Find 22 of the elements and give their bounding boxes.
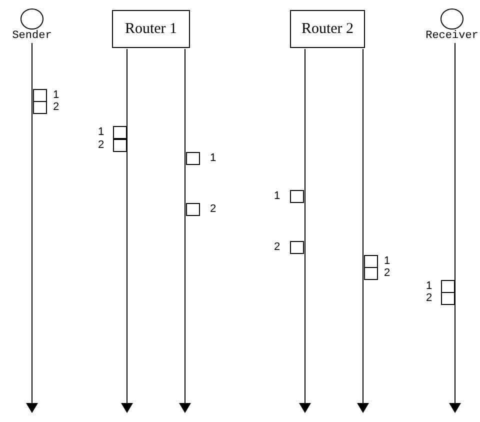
packet-number: 1: [384, 255, 390, 267]
packet-number: 1: [98, 126, 104, 138]
time-arrow: [121, 48, 133, 413]
endpoint-label: Receiver: [426, 30, 478, 42]
packet-number: 2: [274, 241, 280, 253]
time-arrow: [449, 42, 461, 413]
router-box: Router 2: [290, 10, 365, 48]
packet-number: 1: [274, 190, 280, 202]
time-arrow: [299, 48, 311, 413]
endpoint-label: Sender: [12, 30, 52, 42]
packet-number: 2: [53, 101, 60, 113]
packet-number: 2: [210, 203, 216, 215]
router-box: Router 1: [112, 10, 190, 48]
time-arrow: [26, 42, 38, 413]
packet-number: 2: [98, 139, 104, 151]
packet-number: 2: [384, 267, 390, 279]
packet-number: 2: [426, 292, 432, 304]
packet-number: 1: [210, 152, 216, 164]
packet-number: 1: [53, 89, 60, 101]
packet-number: 1: [426, 280, 432, 292]
time-arrow: [357, 48, 369, 413]
time-arrow: [179, 48, 191, 413]
